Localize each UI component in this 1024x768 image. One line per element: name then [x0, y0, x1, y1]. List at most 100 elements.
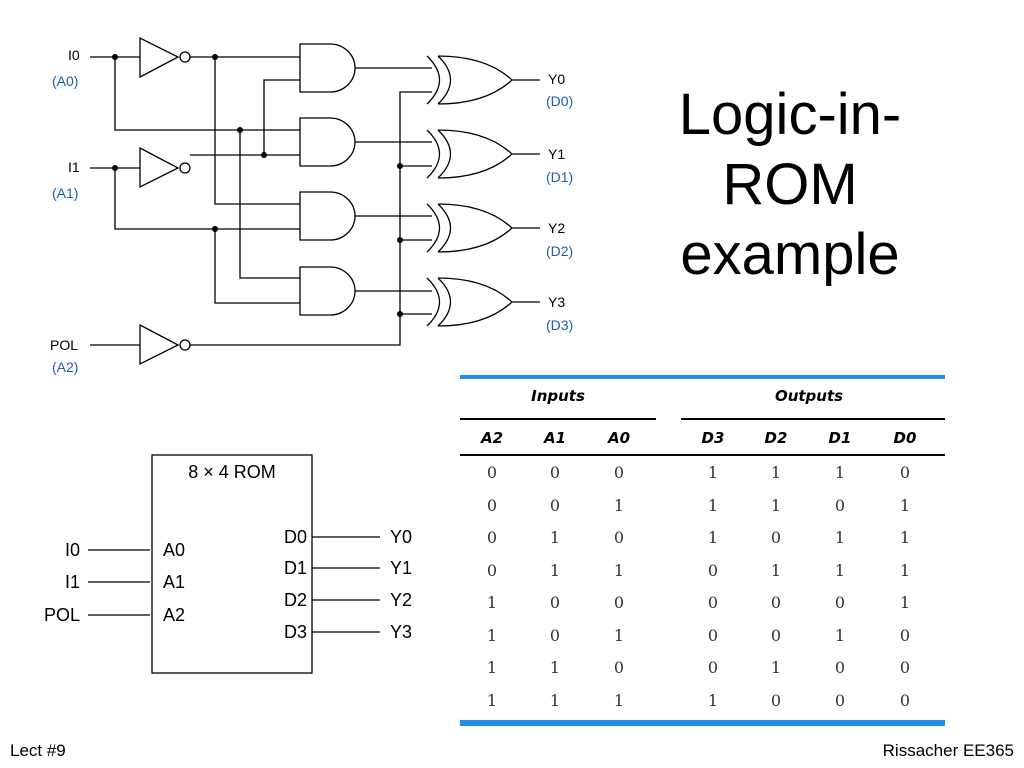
rom-pin-d1: D1	[284, 558, 307, 578]
table-cell: 1	[834, 463, 846, 482]
input-label-pol: POL	[50, 337, 78, 353]
table-cell: 1	[834, 625, 846, 645]
table-cell: 1	[899, 495, 911, 515]
table-cell: 0	[486, 528, 498, 547]
table-cell: 0	[486, 560, 498, 580]
output-label-y3: Y3	[548, 294, 565, 310]
table-cell: 1	[549, 658, 561, 677]
footer-course: Rissacher EE365	[882, 741, 1014, 760]
table-cell: 1	[613, 560, 625, 580]
column-header-d3: D3	[701, 429, 725, 447]
rom-block	[151, 454, 313, 674]
rom-input-i0: I0	[65, 540, 80, 560]
rom-pin-d3: D3	[284, 622, 307, 642]
table-cell: 0	[707, 625, 719, 645]
table-cell: 1	[549, 528, 561, 547]
input-label-i0: I0	[68, 47, 80, 63]
table-cell: 1	[613, 690, 625, 710]
rom-pin-a2: A2	[163, 605, 185, 625]
table-cell: 1	[770, 495, 782, 515]
inverter-i1	[139, 146, 180, 189]
outputs-group-header: Outputs	[774, 387, 844, 405]
table-cell: 0	[549, 625, 561, 645]
table-cell: 1	[899, 593, 911, 612]
table-cell: 1	[486, 658, 498, 677]
table-cell: 0	[899, 625, 911, 645]
and-gate-3	[299, 266, 356, 316]
junction-dots	[112, 54, 403, 317]
table-cell: 1	[549, 690, 561, 710]
input-label-i1: I1	[68, 159, 80, 175]
inverter-i0	[139, 36, 180, 79]
table-cell: 0	[613, 463, 625, 482]
table-cell: 1	[613, 495, 625, 515]
table-cell: 1	[770, 463, 782, 482]
rom-output-y2: Y2	[390, 590, 412, 610]
slide-title-line-3: example	[680, 222, 900, 287]
rom-output-y0: Y0	[390, 527, 412, 547]
table-bottom-rule	[460, 720, 945, 726]
table-cell: 0	[770, 690, 782, 710]
table-cell: 1	[707, 463, 719, 482]
table-cell: 0	[899, 690, 911, 710]
table-cell: 1	[707, 528, 719, 547]
column-header-d1: D1	[828, 429, 852, 447]
table-cell: 0	[613, 658, 625, 677]
output-label-y1: Y1	[548, 146, 565, 162]
table-cell: 1	[486, 625, 498, 645]
xor-gate-2	[426, 203, 513, 253]
rom-title: 8 × 4 ROM	[188, 462, 276, 482]
rom-input-i1: I1	[65, 572, 80, 592]
table-cell: 0	[707, 593, 719, 612]
header-rule	[460, 454, 945, 456]
table-cell: 0	[707, 560, 719, 580]
table-cell: 1	[899, 560, 911, 580]
column-header-a2: A2	[480, 429, 504, 447]
table-cell: 1	[549, 560, 561, 580]
table-cell: 0	[834, 658, 846, 677]
and-gate-2	[299, 191, 356, 241]
table-top-rule	[460, 375, 945, 379]
table-cell: 0	[613, 528, 625, 547]
table-cell: 1	[770, 560, 782, 580]
slide-title-line-2: ROM	[722, 152, 858, 217]
output-label-y0: Y0	[548, 71, 565, 87]
slide-title-line-1: Logic-in-	[678, 82, 902, 147]
table-cell: 1	[486, 690, 498, 710]
column-header-d0: D0	[893, 429, 917, 447]
table-cell: 0	[486, 463, 498, 482]
inverter-pol	[139, 323, 180, 366]
rom-output-y3: Y3	[390, 622, 412, 642]
table-cell: 1	[613, 625, 625, 645]
table-cell: 0	[549, 463, 561, 482]
table-cell: 0	[486, 495, 498, 515]
and-gate-0	[299, 43, 356, 93]
table-cell: 0	[770, 528, 782, 547]
output-alias-d3: (D3)	[546, 317, 573, 333]
xor-gate-3	[426, 277, 513, 327]
table-cell: 0	[549, 593, 561, 612]
table-cell: 1	[770, 658, 782, 677]
table-cell: 1	[707, 690, 719, 710]
column-header-a0: A0	[607, 429, 631, 447]
table-cell: 0	[770, 593, 782, 612]
table-cell: 0	[834, 690, 846, 710]
table-cell: 0	[707, 658, 719, 677]
table-cell: 1	[707, 495, 719, 515]
column-header-d2: D2	[764, 429, 788, 447]
rom-pin-a1: A1	[163, 572, 185, 592]
output-alias-d1: (D1)	[546, 169, 573, 185]
input-alias-a1: (A1)	[52, 185, 78, 201]
table-cell: 1	[834, 560, 846, 580]
table-cell: 0	[899, 463, 911, 482]
table-cell: 1	[834, 528, 846, 547]
inputs-group-header: Inputs	[531, 387, 585, 405]
output-alias-d0: (D0)	[546, 93, 573, 109]
column-header-a1: A1	[543, 429, 567, 447]
table-cell: 0	[834, 495, 846, 515]
table-cell: 0	[899, 658, 911, 677]
output-label-y2: Y2	[548, 220, 565, 236]
output-alias-d2: (D2)	[546, 243, 573, 259]
